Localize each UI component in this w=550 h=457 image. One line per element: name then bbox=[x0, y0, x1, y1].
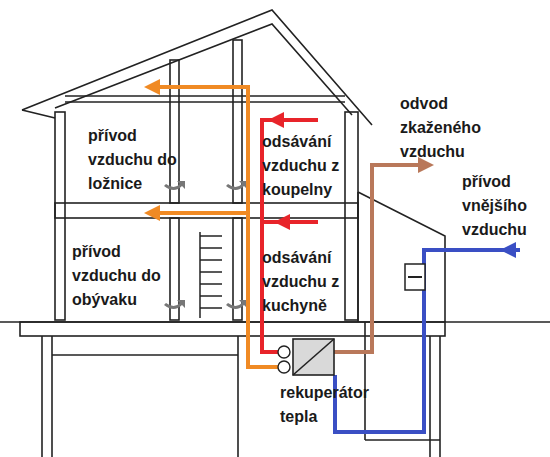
filter-box bbox=[405, 264, 425, 290]
stair-step bbox=[200, 247, 222, 249]
exhaust-pipe bbox=[262, 120, 318, 352]
fan-symbol bbox=[278, 361, 290, 373]
vent-arrow bbox=[226, 181, 247, 190]
arrow-head bbox=[268, 112, 284, 128]
filter-mark bbox=[408, 276, 422, 278]
ground-slab bbox=[20, 322, 445, 336]
annotation-label: odsávání vzduchu z kuchyně bbox=[262, 246, 350, 318]
stair-step bbox=[200, 295, 222, 297]
inner-wall bbox=[233, 40, 242, 203]
roof-outer bbox=[22, 10, 372, 125]
roof-inner bbox=[55, 24, 352, 115]
eave bbox=[22, 110, 55, 118]
vent-arrows bbox=[164, 181, 247, 309]
basement-ceiling bbox=[52, 354, 238, 356]
annotation-label: odvod zkaženého vzduchu bbox=[400, 92, 494, 164]
inner-wall bbox=[170, 218, 179, 320]
annotation-label: přívod vzduchu do obývaku bbox=[72, 240, 176, 312]
fan-symbols bbox=[278, 346, 290, 373]
outer-wall-left bbox=[55, 112, 65, 320]
basement-wall bbox=[51, 336, 53, 457]
supply-heads bbox=[144, 79, 160, 221]
arrow-head bbox=[144, 205, 160, 221]
arrow-head bbox=[144, 79, 160, 95]
basement-wall bbox=[364, 322, 366, 440]
stair-symbol bbox=[200, 232, 222, 318]
floor-slab bbox=[55, 203, 358, 218]
outer-wall-right bbox=[345, 112, 358, 320]
stair-step bbox=[200, 283, 222, 285]
recuperator-unit: rekuperátor tepla bbox=[280, 338, 390, 429]
exhaust-duct bbox=[262, 120, 318, 352]
annotation-label: odsávání vzduchu z koupelny bbox=[262, 130, 350, 202]
basement-wall bbox=[41, 336, 43, 457]
basement-wall bbox=[429, 336, 431, 457]
stair-line bbox=[199, 232, 201, 318]
arrow-head bbox=[274, 214, 290, 230]
heat-exchanger-symbol bbox=[292, 338, 335, 376]
vent-arrow bbox=[226, 300, 247, 309]
outlet-pipe bbox=[333, 165, 420, 352]
basement-floor bbox=[365, 439, 440, 441]
attic-line bbox=[65, 95, 345, 97]
stair-step bbox=[200, 307, 222, 309]
vent-arrow bbox=[164, 181, 185, 190]
fan-symbol bbox=[278, 346, 290, 358]
stair-step bbox=[200, 259, 222, 261]
annotation-label: přívod vzduchu do ložnice bbox=[88, 124, 188, 196]
vent-arrow bbox=[164, 300, 185, 309]
annotation-label: přívod vnějšího vzduchu bbox=[462, 170, 544, 242]
basement-wall bbox=[237, 336, 239, 457]
stair-step bbox=[200, 271, 222, 273]
supply-pipe bbox=[158, 211, 248, 215]
exchanger-box bbox=[293, 339, 334, 375]
arrow-head bbox=[500, 242, 516, 258]
basement-wall bbox=[439, 336, 441, 457]
attic-line bbox=[65, 101, 345, 103]
node-label: rekuperátor tepla bbox=[280, 381, 390, 429]
stair-step bbox=[200, 235, 222, 237]
exchanger-diagonal bbox=[293, 339, 334, 375]
inlet-pipe bbox=[335, 250, 520, 432]
house-outline bbox=[0, 10, 550, 457]
